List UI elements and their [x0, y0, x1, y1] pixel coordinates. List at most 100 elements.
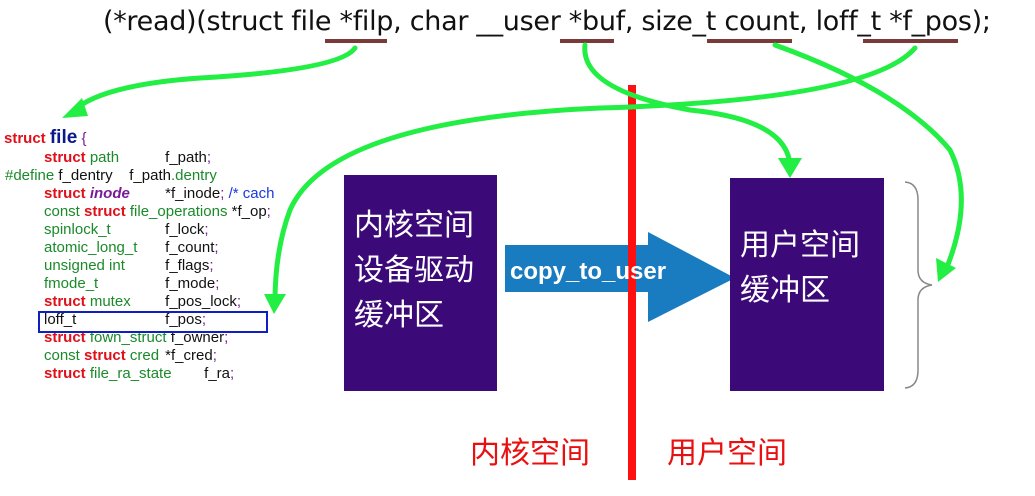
- code-field: f_lock;: [165, 221, 208, 238]
- user-buffer-line: 用户空间: [740, 228, 860, 263]
- sig-text: (*read)(struct file: [103, 6, 340, 37]
- code-field: *f_op;: [232, 203, 271, 220]
- param-buf: *buf: [568, 6, 625, 37]
- kernel-buffer-line: 缓冲区: [354, 298, 444, 333]
- code-token: f_owner: [170, 329, 225, 346]
- code-field: f_pos;: [165, 311, 206, 328]
- code-token: struct: [44, 365, 90, 382]
- buf-arrow: [582, 42, 793, 171]
- code-token: f_mode: [165, 275, 216, 292]
- code-token: ;: [204, 221, 209, 238]
- param-filp: *filp: [339, 6, 394, 37]
- code-token: file_ra_state: [89, 365, 172, 382]
- kernel-space-label: 内核空间: [470, 436, 590, 471]
- code-type: unsigned int: [44, 257, 161, 275]
- code-field: *f_cred;: [165, 347, 217, 364]
- code-type: struct mutex: [44, 293, 161, 311]
- arrowhead-icon: [62, 98, 88, 118]
- code-token: loff_t: [44, 311, 77, 328]
- fpos-arrow: [272, 45, 918, 305]
- code-token: struct: [84, 347, 130, 364]
- code-token: ;: [230, 365, 235, 382]
- arrowhead-icon: [264, 294, 286, 314]
- code-token: ;: [214, 239, 219, 256]
- code-token: struct: [44, 293, 90, 310]
- code-token: ;: [224, 329, 229, 346]
- code-token: *f_inode: [165, 185, 221, 202]
- code-token: struct: [4, 130, 50, 147]
- sig-text: , char __user: [393, 6, 569, 37]
- param-fpos: *f_pos: [889, 6, 972, 37]
- filp-arrow: [69, 45, 358, 115]
- code-field: *f_inode; /* cach: [165, 185, 274, 202]
- user-brace: [904, 181, 933, 389]
- code-line: struct mutex f_pos_lock;: [44, 293, 241, 311]
- code-token: const: [44, 203, 85, 220]
- code-token: f_lock: [165, 221, 205, 238]
- code-token: inode: [89, 185, 130, 202]
- code-token: file_operations: [129, 203, 228, 220]
- code-field: f_mode;: [165, 275, 219, 292]
- code-line: fmode_t f_mode;: [44, 275, 219, 293]
- code-field: f_path;: [165, 149, 211, 166]
- sig-text: , loff_t: [799, 6, 890, 37]
- kernel-buffer-line: 内核空间: [354, 208, 474, 243]
- code-type: loff_t: [44, 311, 161, 329]
- fpos-highlight-box: [38, 311, 268, 333]
- code-token: mutex: [89, 293, 131, 310]
- code-token: f_pos_lock: [165, 293, 237, 310]
- code-token: spinlock_t: [44, 221, 111, 238]
- code-token: unsigned int: [44, 257, 125, 274]
- code-field: f_ra;: [204, 365, 234, 382]
- count-arrow: [772, 42, 964, 275]
- arrowhead-icon: [778, 158, 802, 178]
- code-token: ;: [206, 149, 212, 166]
- code-token: struct: [84, 203, 130, 220]
- code-token: path: [89, 149, 120, 166]
- code-type: fmode_t: [44, 275, 161, 293]
- code-line: struct inode *f_inode; /* cach: [44, 185, 274, 203]
- kernel-buffer-box: 内核空间 设备驱动 缓冲区: [344, 175, 497, 391]
- code-line: struct file {: [4, 128, 87, 148]
- code-line: unsigned int f_flags;: [44, 257, 214, 275]
- code-token: struct: [44, 149, 90, 166]
- code-line: struct file_ra_state f_ra;: [44, 365, 234, 383]
- code-token: atomic_long_t: [44, 239, 138, 256]
- code-token: ;: [220, 185, 225, 202]
- code-field: f_owner;: [171, 329, 229, 346]
- code-token: struct: [44, 185, 90, 202]
- code-token: ;: [266, 203, 271, 220]
- param-count: count: [724, 6, 800, 37]
- code-token: {: [77, 130, 87, 147]
- code-token: struct: [44, 329, 90, 346]
- code-token: /* cach: [224, 185, 275, 202]
- code-type: struct file_ra_state: [44, 365, 200, 383]
- code-field: f_pos_lock;: [165, 293, 241, 310]
- code-token: ;: [236, 293, 242, 310]
- code-token: #define: [5, 167, 59, 184]
- code-token: f_dentry: [58, 167, 130, 184]
- code-token: .dentry: [170, 167, 217, 184]
- code-token: cred: [129, 347, 160, 364]
- user-buffer-line: 缓冲区: [740, 273, 830, 308]
- code-type: struct inode: [44, 185, 161, 203]
- read-signature: (*read)(struct file *filp, char __user *…: [103, 6, 991, 37]
- code-type: struct fown_struct: [44, 329, 167, 347]
- user-buffer-box: 用户空间 缓冲区: [730, 178, 884, 391]
- code-token: ;: [209, 257, 214, 274]
- code-line: #define f_dentry f_path.dentry: [5, 167, 217, 185]
- code-type: atomic_long_t: [44, 239, 161, 257]
- code-token: f_ra: [204, 365, 231, 382]
- code-token: fown_struct: [89, 329, 167, 346]
- code-token: f_pos: [165, 311, 202, 328]
- code-token: f_flags: [165, 257, 210, 274]
- code-type: spinlock_t: [44, 221, 161, 239]
- sig-text: );: [971, 6, 991, 37]
- kernel-user-divider: [628, 85, 636, 480]
- code-token: f_count: [165, 239, 215, 256]
- user-space-label: 用户空间: [667, 436, 787, 471]
- code-line: const struct cred *f_cred;: [44, 347, 217, 365]
- code-token: *f_cred: [165, 347, 213, 364]
